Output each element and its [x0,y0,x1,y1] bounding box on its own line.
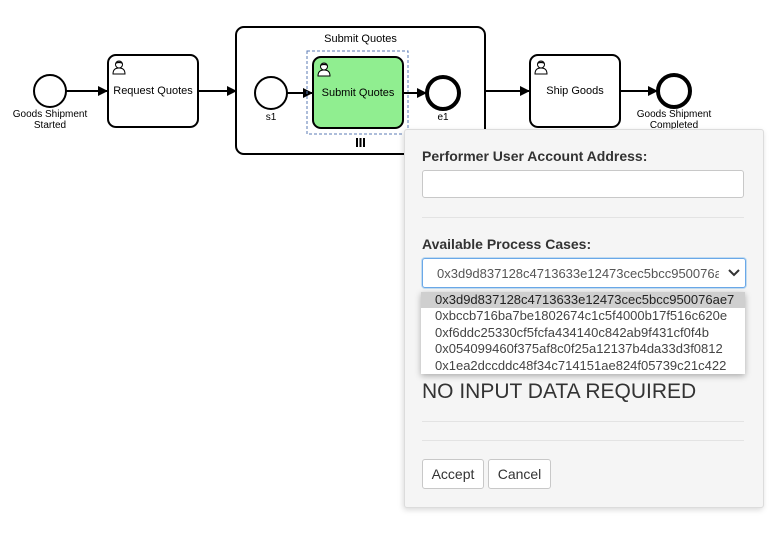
case-option[interactable]: 0xf6ddc25330cf5fcfa434140c842ab9f431cf0f… [435,324,709,340]
multi-instance-marker-icon [356,138,365,147]
subprocess-start-label: s1 [265,112,277,123]
case-option[interactable]: 0xbccb716ba7be1802674c1c5f4000b17f516c62… [435,308,728,324]
user-task-icon [534,60,548,75]
task-request-quotes-label: Request Quotes [113,85,193,97]
task-ship-goods-label: Ship Goods [546,85,604,97]
accept-button[interactable]: Accept [422,459,484,489]
subprocess-start-event[interactable] [254,76,288,110]
process-cases-select[interactable]: 0x3d9d837128c4713633e12473cec5bcc950076a… [422,258,746,288]
case-option[interactable]: 0x1ea2dccddc48f34c714151ae824f05739c21c4… [435,357,727,373]
divider [422,217,744,218]
process-cases-dropdown: 0x3d9d837128c4713633e12473cec5bcc950076a… [421,292,745,374]
start-event[interactable] [33,74,67,108]
divider [422,421,744,422]
end-event-label: Goods Shipment Completed [636,109,712,131]
chevron-down-icon [728,269,740,277]
selected-case-value: 0x3d9d837128c4713633e12473cec5bcc950076a… [437,266,719,281]
task-submit-quotes-label: Submit Quotes [321,86,395,99]
subprocess-end-event[interactable] [425,75,461,111]
performer-address-input[interactable] [422,170,744,198]
process-cases-label: Available Process Cases: [422,236,592,252]
end-event[interactable] [656,73,692,109]
cancel-button[interactable]: Cancel [488,459,551,489]
subprocess-title: Submit Quotes [324,33,397,45]
no-input-message: NO INPUT DATA REQUIRED [422,380,697,403]
case-option[interactable]: 0x054099460f375af8c0f25a12137b4da33d3f08… [435,341,723,357]
divider [422,440,744,441]
subprocess-end-label: e1 [437,112,449,123]
start-event-label: Goods Shipment Started [12,109,88,131]
performer-label: Performer User Account Address: [422,148,648,164]
case-option[interactable]: 0x3d9d837128c4713633e12473cec5bcc950076a… [421,292,745,309]
user-task-icon [112,60,126,75]
user-task-icon [317,62,331,77]
